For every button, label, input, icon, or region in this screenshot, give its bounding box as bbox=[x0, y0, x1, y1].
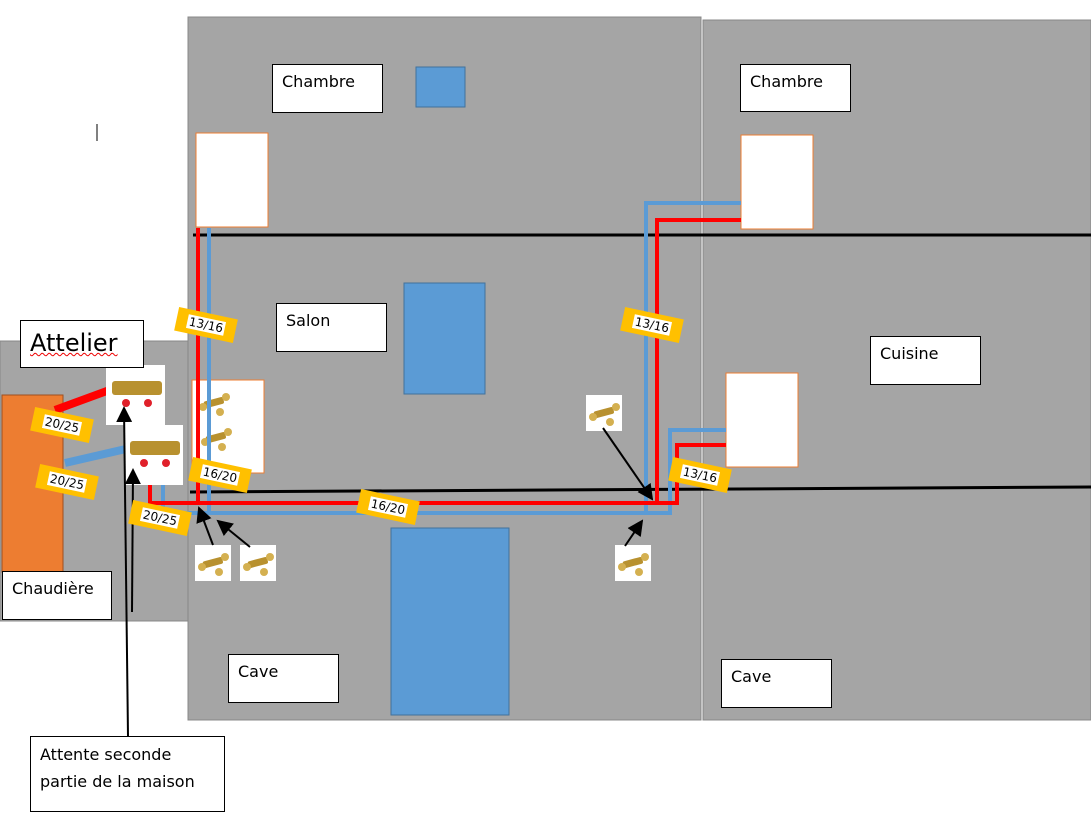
tag-text: 20/25 bbox=[139, 507, 181, 529]
room-label-chambre: Chambre bbox=[272, 64, 383, 113]
room-label-atelier: Attelier bbox=[20, 320, 144, 368]
tag-text: 13/16 bbox=[185, 314, 227, 336]
radiator bbox=[725, 372, 799, 468]
room-label-chambre: Chambre bbox=[740, 64, 851, 112]
tag-text: 20/25 bbox=[41, 414, 83, 436]
room-label-salon: Salon bbox=[276, 303, 387, 352]
radiator bbox=[195, 132, 269, 228]
radiator bbox=[740, 134, 814, 230]
window bbox=[390, 527, 510, 716]
boiler-cold-pipe bbox=[64, 444, 131, 467]
tag-text: 13/16 bbox=[631, 314, 673, 336]
room-label-cave: Cave bbox=[721, 659, 832, 708]
tag-text: 13/16 bbox=[679, 464, 721, 486]
arrows bbox=[116, 406, 654, 737]
tag-text: 20/25 bbox=[46, 471, 88, 493]
room-label-cuisine: Cuisine bbox=[870, 336, 981, 385]
window bbox=[415, 66, 466, 108]
tag-text: 16/20 bbox=[367, 496, 409, 518]
window bbox=[403, 282, 486, 395]
boiler-hot-pipe bbox=[53, 384, 117, 414]
manifold-hot bbox=[106, 365, 165, 425]
annotation-box: Attente seconde partie de la maison bbox=[30, 736, 225, 812]
room-label-chaudiere: Chaudière bbox=[2, 571, 112, 620]
room-label-cave: Cave bbox=[228, 654, 339, 703]
tag-text: 16/20 bbox=[199, 464, 241, 486]
